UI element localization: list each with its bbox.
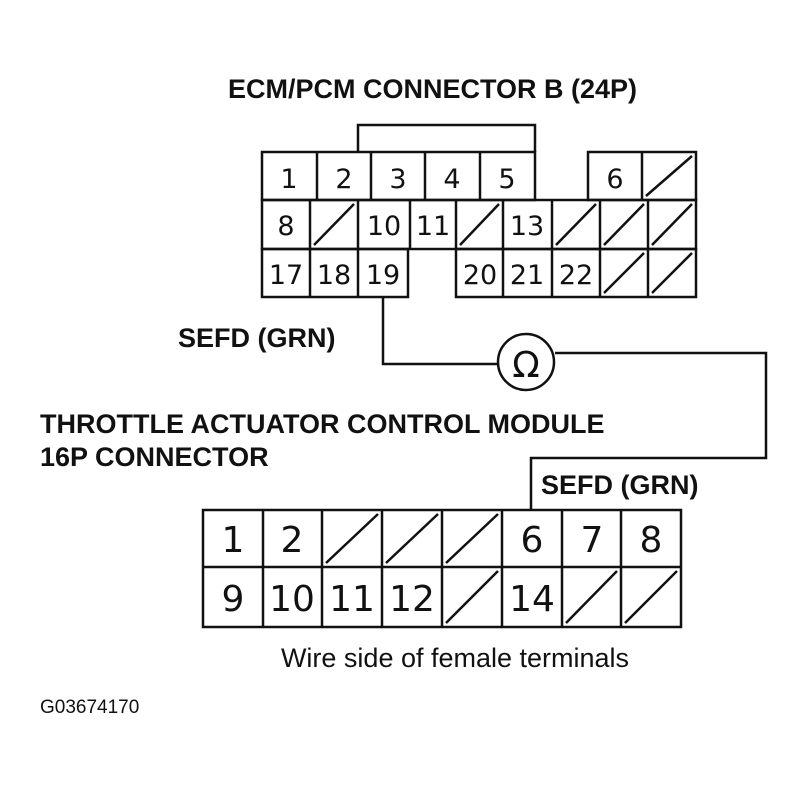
ecm-pin: 5	[498, 164, 515, 195]
tac-pin: 14	[509, 579, 555, 620]
tac-title-line2: 16P CONNECTOR	[40, 442, 269, 472]
ecm-pin: 22	[559, 260, 593, 291]
tac-pin: 11	[329, 579, 375, 620]
ecm-wire-label: SEFD (GRN)	[178, 323, 336, 353]
figure-id: G03674170	[40, 697, 139, 718]
ecm-connector-latch	[356, 123, 537, 152]
tac-pin: 9	[222, 579, 245, 620]
tac-title-line1: THROTTLE ACTUATOR CONTROL MODULE	[40, 409, 604, 439]
sefd-wire	[381, 297, 768, 510]
caption: Wire side of female terminals	[281, 643, 629, 673]
ecm-pin: 8	[277, 211, 294, 242]
ecm-pin: 4	[443, 164, 460, 195]
ecm-pin: 19	[366, 260, 400, 291]
ecm-pin: 3	[389, 164, 406, 195]
tac-pin: 7	[581, 520, 604, 561]
tac-pin: 10	[269, 579, 315, 620]
ecm-pin: 17	[269, 260, 303, 291]
tac-pin: 8	[640, 520, 663, 561]
tac-pin: 12	[389, 579, 435, 620]
tac-wire-label: SEFD (GRN)	[541, 470, 699, 500]
tac-pin: 2	[281, 520, 304, 561]
ecm-pin: 11	[416, 211, 450, 242]
tac-pin: 6	[521, 520, 544, 561]
tac-connector-body	[201, 508, 683, 629]
ecm-connector-title: ECM/PCM CONNECTOR B (24P)	[228, 74, 637, 104]
ecm-pin: 6	[606, 164, 623, 195]
tac-pin: 1	[222, 520, 245, 561]
ecm-pin: 1	[280, 164, 297, 195]
ecm-connector-body	[260, 150, 698, 299]
ohmmeter-icon: Ω	[496, 332, 556, 392]
ecm-pin: 10	[367, 211, 401, 242]
ecm-pin: 21	[510, 260, 544, 291]
ecm-pin: 13	[510, 211, 544, 242]
ohm-symbol: Ω	[512, 345, 540, 386]
ecm-pin: 18	[317, 260, 351, 291]
ecm-pin: 2	[335, 164, 352, 195]
ecm-pin: 20	[463, 260, 497, 291]
